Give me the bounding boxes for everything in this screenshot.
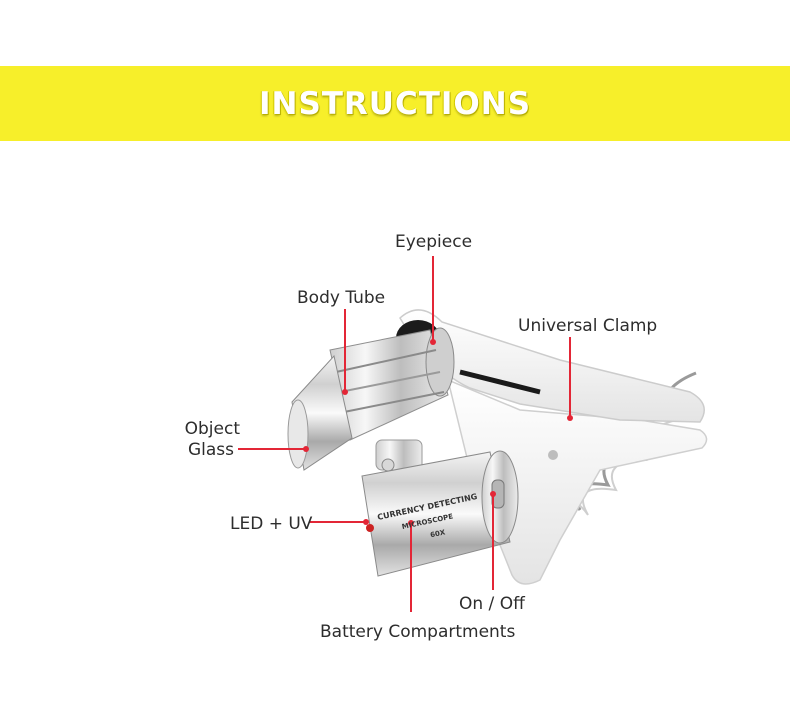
- label-body-tube: Body Tube: [297, 288, 386, 308]
- label-on-off: On / Off: [459, 594, 525, 614]
- clamp-lower-arm: [446, 378, 708, 585]
- label-universal-clamp: Universal Clamp: [518, 316, 658, 336]
- label-glass: Glass: [187, 440, 234, 460]
- page-title: INSTRUCTIONS: [258, 85, 532, 122]
- label-object: Object: [184, 419, 240, 439]
- label-led-uv: LED + UV: [230, 514, 313, 534]
- print-line3: 60X: [430, 528, 447, 539]
- label-eyepiece: Eyepiece: [395, 232, 473, 252]
- pointer-lines: [238, 256, 571, 612]
- body-tube: [287, 327, 455, 471]
- battery-compartment: [361, 450, 519, 577]
- header-banner: INSTRUCTIONS: [0, 66, 790, 141]
- label-battery: Battery Compartments: [320, 622, 516, 642]
